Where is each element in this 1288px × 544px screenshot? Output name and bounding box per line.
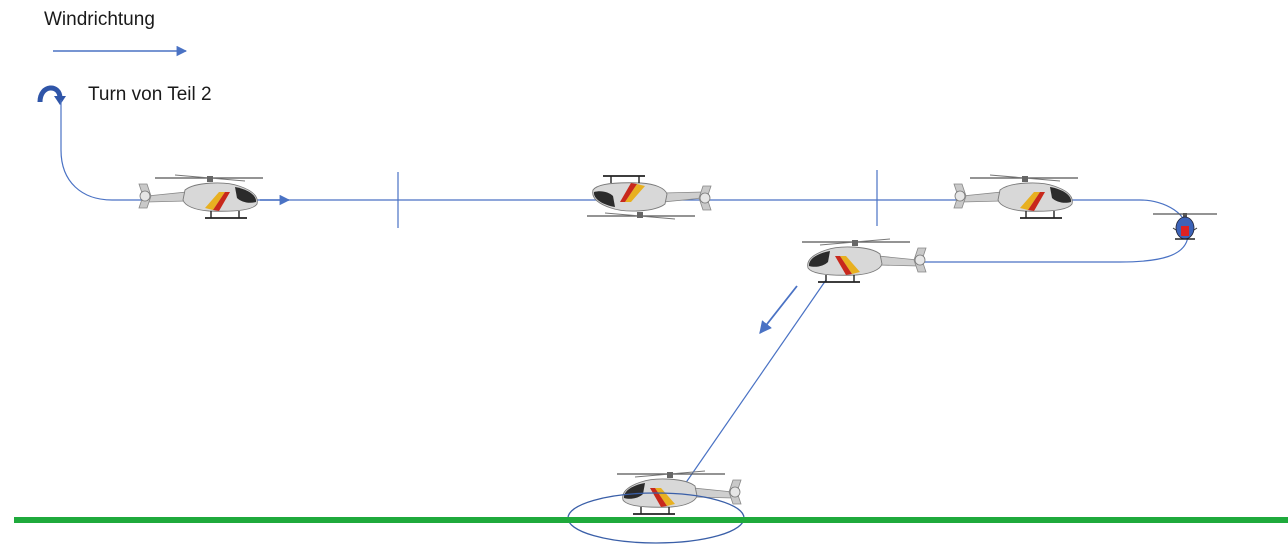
wind-direction-label: Windrichtung <box>44 9 155 30</box>
helicopter-icon <box>586 175 712 220</box>
entry-curve <box>60 100 113 201</box>
helicopter-icon <box>138 174 264 219</box>
turn-label: Turn von Teil 2 <box>88 84 212 105</box>
descent-line <box>684 279 827 485</box>
helicopter-icon <box>616 470 742 515</box>
helicopter-icon <box>801 238 927 283</box>
flight-path <box>60 100 1189 485</box>
helicopter-front-view-icon <box>1152 212 1218 240</box>
u-turn-arrow-icon <box>37 85 66 105</box>
ground-line <box>14 517 1288 523</box>
helicopter-icon <box>953 174 1079 219</box>
descent-direction-arrow-icon <box>759 285 798 334</box>
